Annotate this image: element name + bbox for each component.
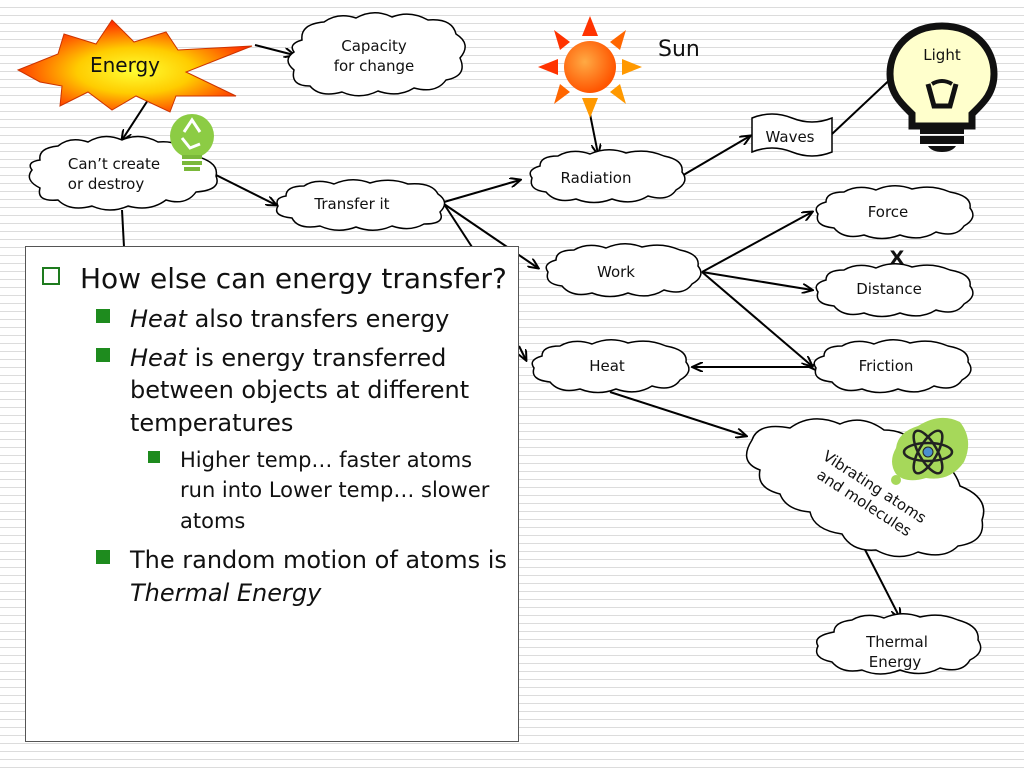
friction-label: Friction — [859, 357, 914, 375]
thermal-cloud: Thermal Energy — [815, 613, 982, 675]
capacity-cloud: Capacity for change — [287, 12, 466, 97]
atom-icon — [891, 417, 969, 485]
sub-bullet-2: Heat is energy transferred between objec… — [92, 342, 508, 439]
capacity-label-2: for change — [334, 57, 415, 75]
capacity-label-1: Capacity — [341, 37, 407, 55]
distance-label: Distance — [856, 280, 922, 298]
arrow-sun-radiation — [589, 113, 598, 154]
square-bullet-icon — [96, 550, 110, 565]
sun-label: Sun — [658, 37, 700, 62]
radiation-cloud: Radiation — [529, 149, 686, 204]
light-label: Light — [923, 46, 961, 64]
energy-burst: Energy — [16, 19, 253, 113]
arrow-transfer-radiation — [443, 180, 520, 203]
square-bullet-icon — [96, 347, 110, 362]
arrow-energy-cant-create — [122, 99, 149, 140]
arrow-heat-vibrating — [609, 391, 746, 436]
radiation-label: Radiation — [561, 169, 632, 187]
hollow-square-bullet-icon — [42, 267, 60, 285]
arrow-radiation-waves — [679, 136, 750, 178]
thermal-label-1: Thermal — [865, 633, 928, 651]
waves-label: Waves — [766, 128, 815, 146]
square-bullet-icon — [96, 309, 110, 324]
square-bullet-icon — [148, 450, 160, 463]
sub-bullet-1-text: Heat also transfers energy — [130, 305, 450, 334]
friction-cloud: Friction — [813, 339, 972, 394]
arrow-work-distance — [701, 271, 812, 290]
sub-bullet-1: Heat also transfers energy — [92, 303, 508, 335]
arrow-transfer-work — [443, 203, 538, 268]
arrow-heat-stub — [519, 345, 526, 360]
thermal-label-2: Energy — [869, 653, 922, 671]
heat-cloud: Heat — [531, 339, 690, 394]
arrow-work-friction — [701, 271, 812, 366]
sun-icon — [538, 16, 642, 118]
cant-create-label-2: or destroy — [68, 175, 145, 193]
sub-bullet-3-text: The random motion of atoms is Thermal En… — [130, 546, 507, 607]
sub-bullet-2-text: Heat is energy transferred between objec… — [130, 343, 470, 437]
work-label: Work — [597, 263, 635, 281]
sub-sub-bullet-text: Higher temp… faster atoms run into Lower… — [180, 447, 490, 533]
arrow-work-force — [701, 212, 812, 273]
arrow-energy-capacity — [254, 44, 294, 55]
force-cloud: Force — [815, 185, 974, 240]
waves-banner: Waves — [751, 113, 833, 157]
transfer-cloud: Transfer it — [275, 179, 446, 231]
main-bullet: How else can energy transfer? — [38, 261, 508, 297]
heat-label: Heat — [589, 357, 625, 375]
line-transfer-down — [443, 203, 473, 248]
sub-sub-bullet: Higher temp… faster atoms run into Lower… — [144, 445, 508, 536]
energy-label: Energy — [90, 53, 160, 77]
distance-cloud: Distance — [815, 263, 974, 318]
sub-bullet-3: The random motion of atoms is Thermal En… — [92, 544, 508, 609]
arrow-waves-light — [831, 72, 898, 135]
force-label: Force — [868, 203, 909, 221]
arrow-cant-create-transfer — [209, 171, 276, 205]
cant-create-label-1: Can’t create — [68, 155, 160, 173]
recycle-lightbulb-icon — [170, 114, 214, 171]
cant-create-cloud: Can’t create or destroy — [28, 135, 218, 211]
main-question: How else can energy transfer? — [80, 262, 507, 295]
slide-text-box: How else can energy transfer? Heat also … — [25, 246, 519, 742]
lightbulb-icon — [886, 22, 998, 152]
transfer-label: Transfer it — [313, 195, 389, 213]
work-cloud: Work — [545, 243, 702, 298]
line-cant-create-down — [121, 209, 125, 248]
